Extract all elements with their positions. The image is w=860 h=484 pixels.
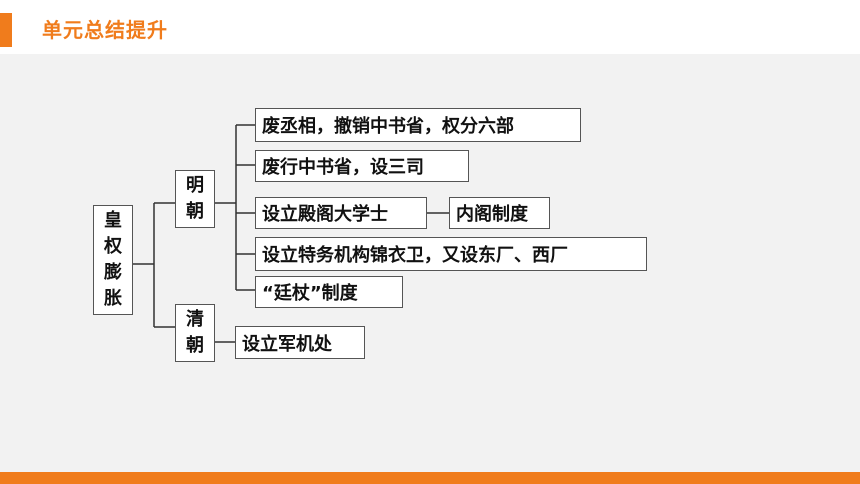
bottom-accent-bar — [0, 472, 860, 484]
root-char-3: 膨 — [104, 262, 122, 283]
root-char-4: 胀 — [104, 288, 122, 309]
page-title: 单元总结提升 — [42, 18, 168, 42]
ming-item-4: 设立特务机构锦衣卫，又设东厂、西厂 — [255, 237, 647, 271]
root-char-2: 权 — [104, 236, 122, 257]
root-node: 皇 权 膨 胀 — [93, 205, 133, 315]
qing-item-1: 设立军机处 — [235, 326, 365, 359]
ming-char-2: 朝 — [186, 201, 204, 222]
ming-item-5: “廷杖”制度 — [255, 276, 403, 308]
ming-char-1: 明 — [186, 175, 204, 196]
ming-item-3-sub: 内阁制度 — [449, 197, 550, 229]
qing-char-2: 朝 — [186, 335, 204, 356]
qing-node: 清 朝 — [175, 304, 215, 362]
title-accent-bar — [0, 13, 12, 47]
ming-node: 明 朝 — [175, 170, 215, 228]
qing-char-1: 清 — [186, 309, 204, 330]
ming-item-2: 废行中书省，设三司 — [255, 150, 469, 182]
ming-item-1: 废丞相，撤销中书省，权分六部 — [255, 108, 581, 142]
ming-item-3: 设立殿阁大学士 — [255, 197, 427, 229]
root-char-1: 皇 — [104, 210, 122, 231]
